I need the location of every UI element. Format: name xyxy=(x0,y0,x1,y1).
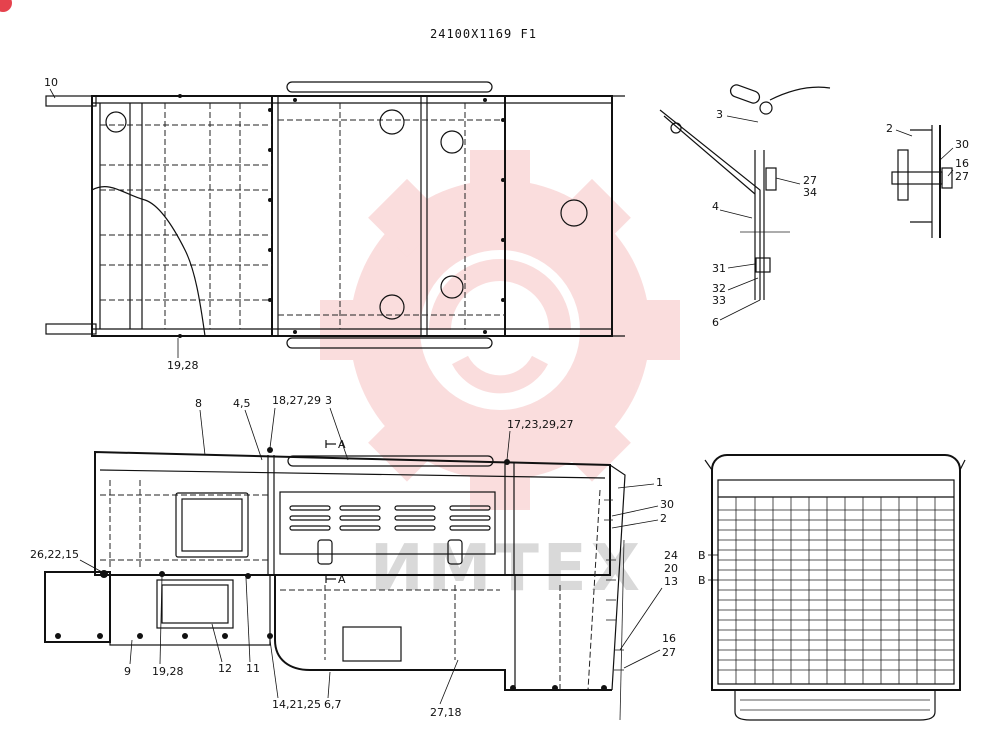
callout-s-27-18: 27,18 xyxy=(430,706,462,719)
section-mark-a-top: A xyxy=(338,438,346,451)
callout-b-2: 2 xyxy=(886,122,893,135)
callout-s-4-5: 4,5 xyxy=(233,397,251,410)
callout-a-4: 4 xyxy=(712,200,719,213)
rear-mark-b-2: B xyxy=(698,574,706,587)
side-view: A A 8 4,5 18,27,29 3 17,23,29,27 1 30 2 … xyxy=(30,394,678,721)
rear-mark-b-1: B xyxy=(698,549,706,562)
callout-a-27: 27 xyxy=(803,174,817,187)
drawing-title: 24100X1169 F1 xyxy=(430,27,537,41)
callout-s-24: 24 xyxy=(664,549,678,562)
callout-a-32: 32 xyxy=(712,282,726,295)
callout-s-11: 11 xyxy=(246,662,260,675)
callout-a-3: 3 xyxy=(716,108,723,121)
callout-a-31: 31 xyxy=(712,262,726,275)
detail-a-view: 3 27 34 4 31 32 33 6 xyxy=(659,84,831,329)
callout-a-6: 6 xyxy=(712,316,719,329)
callout-s-13: 13 xyxy=(664,575,678,588)
callout-s-6-7: 6,7 xyxy=(324,698,342,711)
rear-view: B B xyxy=(698,454,966,721)
callout-b-27: 27 xyxy=(955,170,969,183)
callout-b-16: 16 xyxy=(955,157,969,170)
callout-s-30: 30 xyxy=(660,498,674,511)
callout-a-34: 34 xyxy=(803,186,817,199)
callout-top-19-28: 19,28 xyxy=(167,359,199,372)
callout-s-12: 12 xyxy=(218,662,232,675)
callout-s-16: 16 xyxy=(662,632,676,645)
callout-s-19-28: 19,28 xyxy=(152,665,184,678)
watermark-gear-icon xyxy=(320,150,680,510)
callout-s-26-22-15: 26,22,15 xyxy=(30,548,79,561)
watermark-text: ИМТЕХ xyxy=(370,532,644,606)
top-view: 10 19,28 xyxy=(44,76,625,372)
callout-top-10: 10 xyxy=(44,76,58,89)
callout-a-33: 33 xyxy=(712,294,726,307)
callout-s-9: 9 xyxy=(124,665,131,678)
detail-b-view: 2 30 16 27 xyxy=(886,122,969,238)
callout-s-18-27-29: 18,27,29 xyxy=(272,394,321,407)
callout-s-2: 2 xyxy=(660,512,667,525)
callout-s-17-23-29-27: 17,23,29,27 xyxy=(507,418,573,431)
callout-s-1: 1 xyxy=(656,476,663,489)
callout-s-3: 3 xyxy=(325,394,332,407)
section-mark-a-bottom: A xyxy=(338,573,346,586)
callout-s-8: 8 xyxy=(195,397,202,410)
callout-s-20: 20 xyxy=(664,562,678,575)
callout-s-27: 27 xyxy=(662,646,676,659)
corner-badge xyxy=(0,0,12,12)
callout-s-14-21-25: 14,21,25 xyxy=(272,698,321,711)
callout-b-30: 30 xyxy=(955,138,969,151)
